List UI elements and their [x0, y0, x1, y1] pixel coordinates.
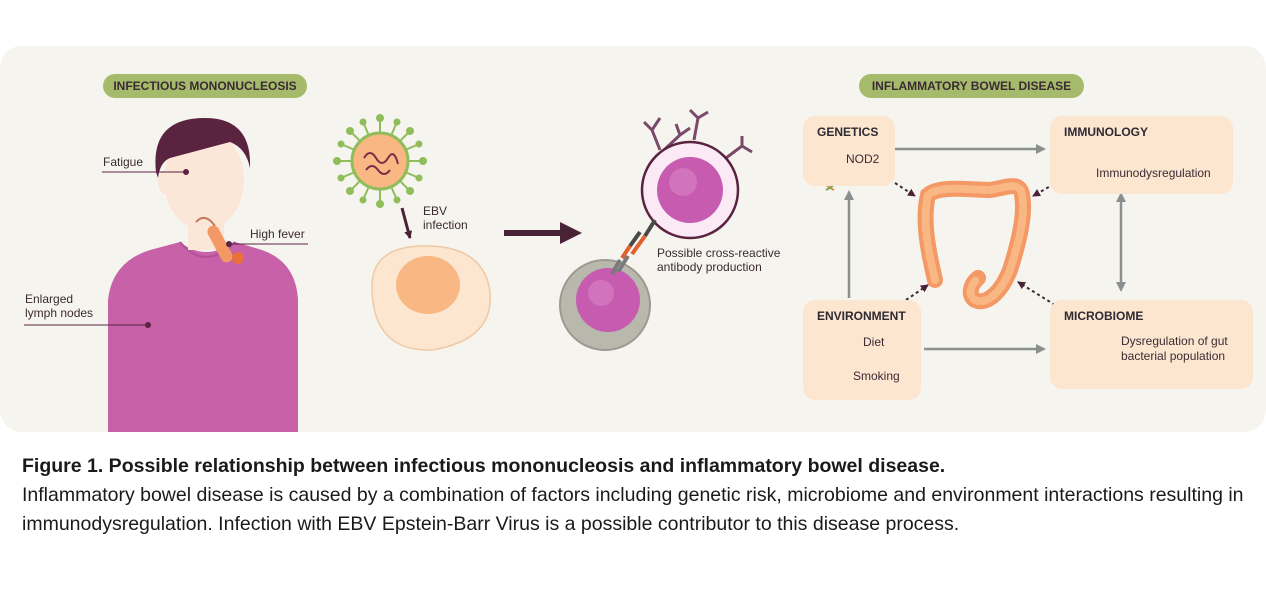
ibd-pill: INFLAMMATORY BOWEL DISEASE	[859, 74, 1084, 98]
microbiome-title: MICROBIOME	[1064, 309, 1144, 323]
microbiome-box: MICROBIOME Dysregulation of gut bacteria…	[1050, 300, 1253, 389]
environment-title: ENVIRONMENT	[817, 309, 906, 323]
ibd-network-arrows	[844, 144, 1126, 354]
caption-title: Figure 1. Possible relationship between …	[22, 455, 946, 477]
genetics-item: NOD2	[846, 152, 880, 166]
immunology-item: Immunodysregulation	[1096, 166, 1211, 180]
caption-body: Inflammatory bowel disease is caused by …	[22, 484, 1244, 535]
antibody-cell-icon	[559, 108, 753, 351]
person-illustration	[108, 118, 298, 432]
ebv-infection-label: EBV infection	[423, 204, 468, 232]
person-shirt	[108, 242, 298, 432]
fatigue-label: Fatigue	[103, 155, 144, 169]
virus-icon	[333, 114, 427, 208]
antibody-production-label: Possible cross-reactive antibody product…	[657, 246, 781, 274]
environment-box: ENVIRONMENT Diet Smoking	[803, 300, 921, 400]
lymph-nodes-label: Enlarged lymph nodes	[25, 292, 94, 320]
immunology-box: IMMUNOLOGY Immunodysregulation	[1050, 116, 1233, 194]
infected-cell-icon	[371, 245, 491, 351]
infectious-mononucleosis-title: INFECTIOUS MONONUCLEOSIS	[113, 79, 297, 93]
ibd-title: INFLAMMATORY BOWEL DISEASE	[871, 79, 1072, 93]
ebv-infection-arrow	[400, 207, 413, 239]
person-hair	[155, 118, 251, 178]
genetics-title: GENETICS	[817, 125, 879, 139]
symptom-pointer-lines	[24, 169, 308, 328]
thermometer-icon	[195, 216, 244, 264]
high-fever-label: High fever	[250, 227, 305, 241]
environment-smoking: Smoking	[853, 369, 900, 383]
immunology-title: IMMUNOLOGY	[1064, 125, 1148, 139]
genetics-box: GENETICS NOD2	[803, 116, 895, 186]
microbiome-item: Dysregulation of gut bacterial populatio…	[1121, 334, 1228, 363]
colon-icon	[917, 178, 1032, 310]
environment-diet: Diet	[863, 335, 885, 349]
figure-caption: Figure 1. Possible relationship between …	[22, 452, 1252, 539]
infectious-mononucleosis-pill: INFECTIOUS MONONUCLEOSIS	[103, 74, 307, 98]
person-head	[164, 130, 244, 230]
process-arrow	[504, 222, 582, 244]
